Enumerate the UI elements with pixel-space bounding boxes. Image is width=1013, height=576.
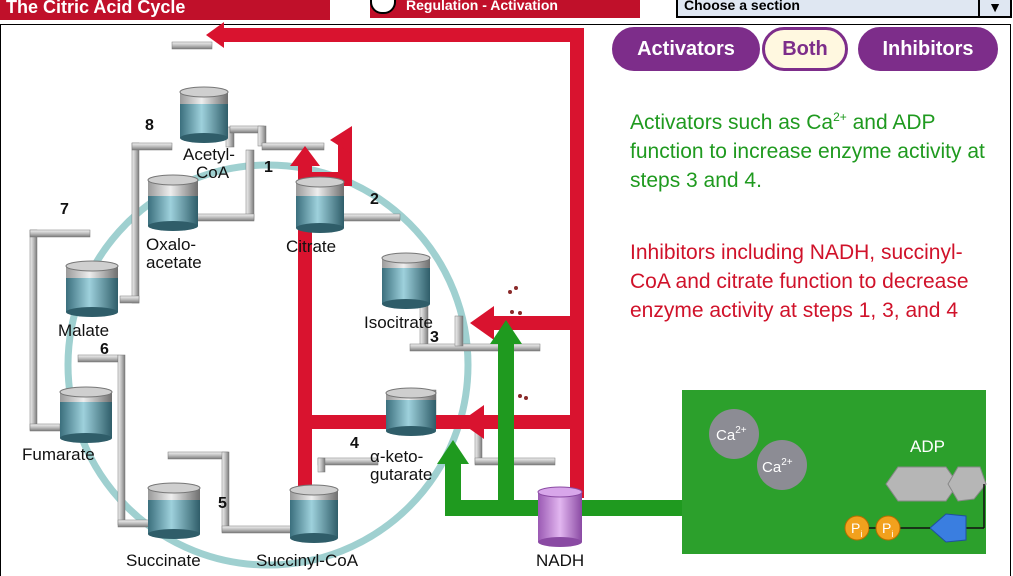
isocitrate-tank	[381, 252, 431, 309]
inhibitors-description: Inhibitors including NADH, succinyl-CoA …	[630, 241, 969, 322]
adp-ribose-shape	[929, 513, 967, 543]
section-select[interactable]: Choose a section ▼	[676, 0, 1012, 18]
acetyl-coa-label-2: CoA	[196, 163, 230, 182]
top-bar: The Citric Acid Cycle Regulation - Activ…	[0, 0, 1013, 20]
fumarate-tank	[59, 386, 113, 443]
step-3-label: 3	[430, 329, 439, 346]
step-4-label: 4	[350, 435, 359, 452]
adp-adenine-shape	[885, 466, 959, 502]
pipework	[29, 41, 556, 534]
step-5-label: 5	[218, 495, 227, 512]
akg-tank	[385, 387, 437, 436]
fumarate-label: Fumarate	[22, 445, 95, 464]
molecule-dots	[508, 286, 528, 400]
section-select-value: Choose a section	[684, 0, 800, 13]
step-6-label: 6	[100, 341, 109, 358]
succinyl-coa-tank	[289, 484, 339, 543]
content-frame	[0, 24, 1011, 576]
metabolite-tanks	[59, 86, 583, 547]
malate-tank	[65, 260, 119, 317]
oxaloacetate-label-1: Oxalo-	[146, 235, 196, 254]
activator-panel: Ca2+ Ca2+ ADP Pi Pi	[682, 390, 987, 554]
regulation-nav-label: Regulation - Activation	[406, 0, 558, 13]
activators-description: Activators such as Ca2+ and ADP function…	[630, 110, 985, 192]
citrate-tank	[295, 176, 345, 233]
nadh-label: NADH	[536, 551, 584, 570]
acetyl-coa-label-1: Acetyl-	[183, 145, 235, 164]
nadh-tank	[537, 486, 583, 547]
akg-label-2: gutarate	[370, 465, 432, 484]
step-8-label: 8	[145, 117, 154, 134]
regulation-nav-tab[interactable]: Regulation - Activation	[370, 0, 640, 18]
phosphate-2: Pi	[882, 520, 893, 539]
step-2-label: 2	[370, 191, 379, 208]
dropdown-arrow-icon[interactable]: ▼	[978, 0, 1010, 18]
citrate-label: Citrate	[286, 237, 336, 256]
adp-label: ADP	[910, 437, 945, 456]
akg-label-1: α-keto-	[370, 447, 423, 466]
isocitrate-label: Isocitrate	[364, 313, 433, 332]
adp-ring-shape	[947, 466, 987, 502]
cycle-ring	[64, 161, 472, 569]
inhibitors-toggle-button[interactable]: Inhibitors	[858, 27, 998, 71]
both-toggle-button[interactable]: Both	[762, 27, 848, 71]
malate-label: Malate	[58, 321, 109, 340]
ca-ion-1: Ca2+	[716, 425, 747, 444]
ca-ion-2: Ca2+	[762, 457, 793, 476]
phosphate-1: Pi	[851, 520, 862, 539]
succinate-label: Succinate	[126, 551, 201, 570]
step-1-label: 1	[264, 159, 273, 176]
activators-toggle-button[interactable]: Activators	[612, 27, 760, 71]
succinyl-coa-label: Succinyl-CoA	[256, 551, 359, 570]
activator-arrows	[437, 320, 685, 516]
app-title: The Citric Acid Cycle	[0, 0, 330, 20]
step-7-label: 7	[60, 201, 69, 218]
oxaloacetate-label-2: acetate	[146, 253, 202, 272]
acetyl-coa-tank	[179, 86, 229, 143]
succinate-tank	[147, 482, 201, 539]
oxaloacetate-tank	[147, 174, 199, 231]
